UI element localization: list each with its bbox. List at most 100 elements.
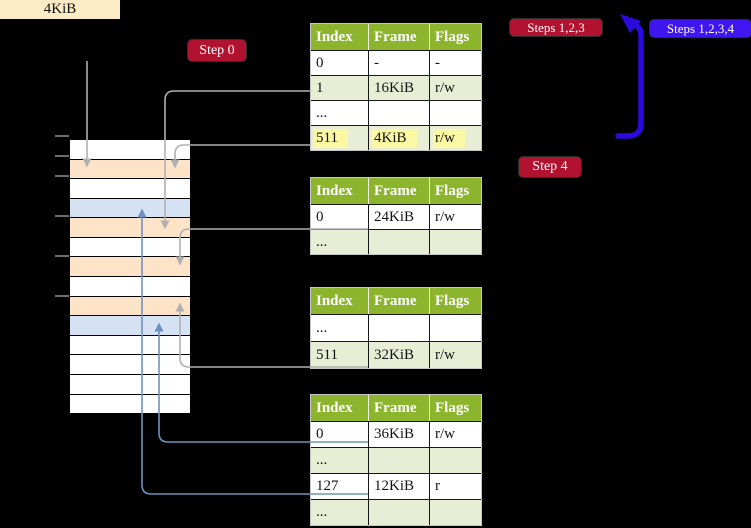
address-tick bbox=[55, 255, 69, 257]
address-tick bbox=[55, 135, 69, 137]
memory-row-white bbox=[70, 355, 190, 375]
memory-row-blue bbox=[70, 198, 190, 219]
cell-text: ... bbox=[316, 452, 328, 468]
table-cell: - bbox=[369, 50, 430, 75]
address-tick bbox=[55, 295, 69, 297]
cell-text: - bbox=[435, 54, 440, 71]
table-cell bbox=[430, 447, 481, 473]
badge-step-0: Step 0 bbox=[188, 40, 246, 61]
table-cell: 36KiB bbox=[369, 421, 430, 447]
table-cell bbox=[430, 314, 481, 341]
table-cell: 32KiB bbox=[369, 341, 430, 368]
table-cell: - bbox=[430, 50, 481, 75]
badge-steps-1-2-3-text: Steps 1,2,3 bbox=[527, 19, 585, 35]
column-header-index: Index bbox=[311, 288, 369, 314]
connector-pt1-row511-to-frame4 bbox=[170, 144, 311, 169]
memory-row-orange bbox=[70, 159, 190, 180]
cell-text: 36KiB bbox=[374, 426, 415, 442]
address-tick bbox=[55, 215, 69, 217]
table-cell: 0 bbox=[311, 421, 369, 447]
cell-text: r bbox=[435, 478, 440, 494]
table-cell: 16KiB bbox=[369, 75, 430, 100]
cell-text: 0 bbox=[316, 54, 324, 71]
table-cell: 0 bbox=[311, 50, 369, 75]
table-row: 1 16KiB r/w bbox=[311, 75, 481, 100]
badge-steps-1-2-3-4: Steps 1,2,3,4 bbox=[650, 20, 751, 37]
table-row: ... bbox=[311, 229, 481, 254]
memory-row-white bbox=[70, 374, 190, 395]
cell-text: r/w bbox=[435, 346, 455, 363]
table-row: ... bbox=[311, 314, 481, 341]
steps-loop-arrowhead bbox=[620, 14, 641, 33]
cell-text: 127 bbox=[316, 478, 339, 494]
cell-text: 1 bbox=[316, 79, 324, 96]
highlighted-cell-text: 4KiB bbox=[372, 128, 417, 148]
cell-text: 0 bbox=[316, 426, 324, 442]
table-row: ... bbox=[311, 100, 481, 125]
table-row: 0 36KiB r/w bbox=[311, 421, 481, 447]
table-cell bbox=[369, 100, 430, 125]
physical-memory-strip bbox=[70, 140, 190, 414]
memory-row-orange bbox=[70, 218, 190, 238]
table-cell: 24KiB bbox=[369, 204, 430, 229]
highlighted-cell-text: 511 bbox=[314, 128, 348, 148]
memory-row-white bbox=[70, 179, 190, 199]
address-tick bbox=[55, 155, 69, 157]
steps-loop-arrow bbox=[615, 22, 644, 139]
table-row: 0 - - bbox=[311, 50, 481, 75]
cell-text: r/w bbox=[435, 79, 455, 96]
table-row: 511 4KiB r/w bbox=[311, 125, 481, 150]
table-row: ... bbox=[311, 447, 481, 473]
table-cell: 1 bbox=[311, 75, 369, 100]
cell-text: 24KiB bbox=[374, 208, 415, 225]
badge-step-0-text: Step 0 bbox=[199, 42, 235, 58]
cell-text: 12KiB bbox=[374, 478, 415, 494]
table-cell: r/w bbox=[430, 421, 481, 447]
table-cell: 127 bbox=[311, 473, 369, 499]
table-cell bbox=[369, 499, 430, 525]
table-cell: 511 bbox=[311, 125, 369, 150]
column-header-index: Index bbox=[311, 24, 369, 50]
cell-text: ... bbox=[316, 233, 328, 250]
cell-text: 16KiB bbox=[374, 79, 415, 96]
badge-step-4-text: Step 4 bbox=[532, 159, 568, 174]
table-cell bbox=[369, 314, 430, 341]
memory-row-white bbox=[70, 394, 190, 414]
memory-row-orange bbox=[70, 296, 190, 317]
table-cell bbox=[369, 229, 430, 254]
table-cell bbox=[430, 229, 481, 254]
cell-text: r/w bbox=[435, 426, 455, 442]
column-header-flags: Flags bbox=[430, 24, 481, 50]
table-cell: 511 bbox=[311, 341, 369, 368]
cell-text: ... bbox=[316, 504, 328, 520]
address-tick bbox=[55, 175, 69, 177]
table-row: ... bbox=[311, 499, 481, 525]
column-header-frame: Frame bbox=[369, 178, 430, 204]
memory-row-white bbox=[70, 277, 190, 297]
table-cell: r/w bbox=[430, 125, 481, 150]
table-row: 127 12KiB r bbox=[311, 473, 481, 499]
column-header-flags: Flags bbox=[430, 395, 481, 421]
table-cell: ... bbox=[311, 499, 369, 525]
memory-row-blue bbox=[70, 316, 190, 336]
column-header-flags: Flags bbox=[430, 178, 481, 204]
cell-text: ... bbox=[316, 104, 328, 121]
table-cell: 0 bbox=[311, 204, 369, 229]
cell-text: - bbox=[374, 54, 379, 71]
table-cell bbox=[430, 499, 481, 525]
highlighted-cell-text: r/w bbox=[433, 128, 465, 148]
table-cell bbox=[430, 100, 481, 125]
cell-text: ... bbox=[316, 319, 328, 336]
table-cell: r/w bbox=[430, 341, 481, 368]
column-header-index: Index bbox=[311, 178, 369, 204]
column-header-frame: Frame bbox=[369, 24, 430, 50]
